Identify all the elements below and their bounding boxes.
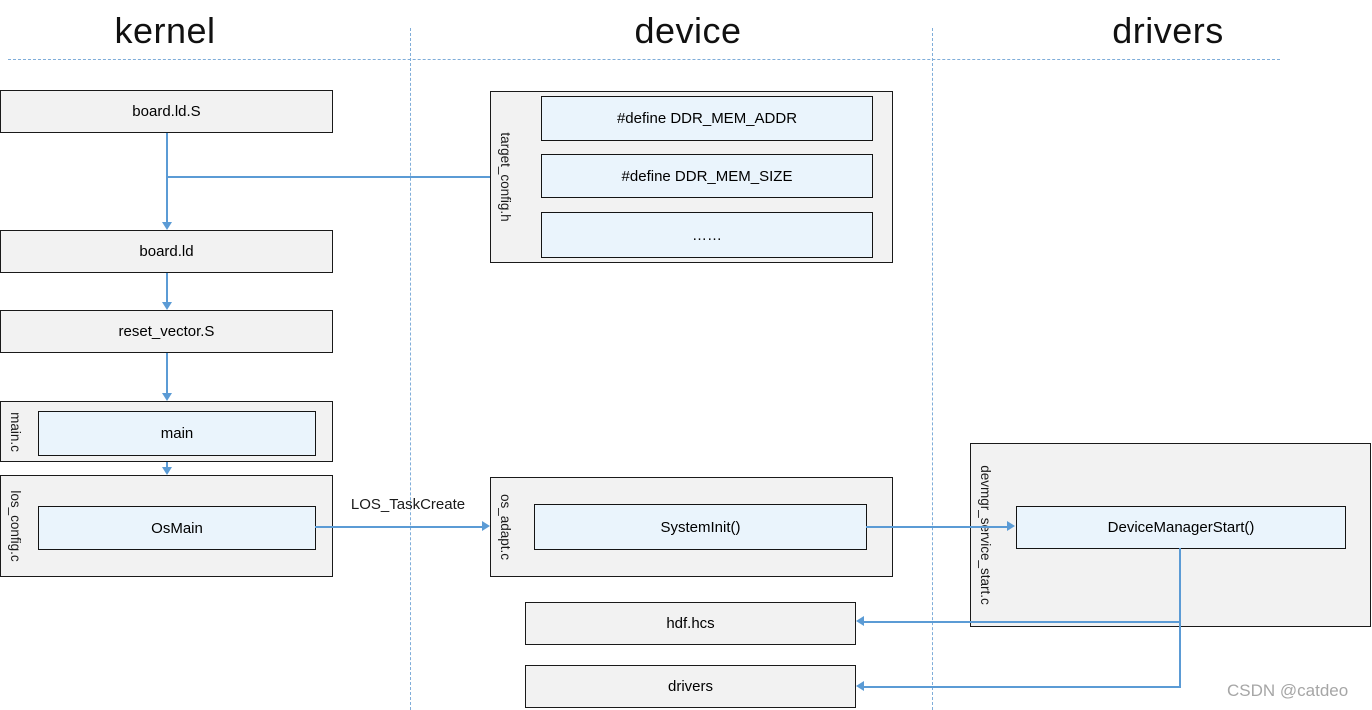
connector-resetvector-main bbox=[166, 353, 168, 394]
container-devmgr-service-start-c-label: devmgr_service_start.c bbox=[978, 465, 993, 605]
func-ddr-mem-addr-label: #define DDR_MEM_ADDR bbox=[616, 110, 798, 127]
lane-divider-kernel-device bbox=[410, 28, 411, 710]
container-devmgr-service-start-c: devmgr_service_start.c DeviceManagerStar… bbox=[970, 443, 1371, 627]
connector-boardld-resetvector bbox=[166, 273, 168, 303]
func-osmain-label: OsMain bbox=[151, 519, 203, 537]
func-devicemanagerstart: DeviceManagerStart() bbox=[1016, 506, 1346, 549]
node-drivers-label: drivers bbox=[667, 678, 713, 695]
connector-boardlds-boardld bbox=[166, 133, 168, 223]
connector-osmain-osadapt bbox=[315, 526, 483, 528]
arrowhead-drivers bbox=[856, 681, 864, 691]
func-more-defines-label: …… bbox=[692, 226, 722, 244]
arrowhead-boardld bbox=[162, 222, 172, 230]
node-reset-vector-s: reset_vector.S bbox=[0, 310, 333, 353]
container-main-c-label: main.c bbox=[8, 411, 23, 452]
lane-title-device: device bbox=[634, 10, 742, 51]
node-board-ld-label: board.ld bbox=[139, 243, 194, 260]
node-reset-vector-s-label: reset_vector.S bbox=[118, 323, 215, 340]
arrowhead-losconfig bbox=[162, 467, 172, 475]
func-ddr-mem-size: #define DDR_MEM_SIZE bbox=[541, 154, 873, 198]
container-los-config-c: los_config.c OsMain bbox=[0, 475, 333, 577]
func-devicemanagerstart-label: DeviceManagerStart() bbox=[1107, 519, 1255, 536]
lane-title-drivers: drivers bbox=[1112, 10, 1224, 51]
node-hdf-hcs-label: hdf.hcs bbox=[666, 615, 715, 632]
func-main: main bbox=[38, 411, 316, 456]
func-main-label: main bbox=[160, 425, 194, 442]
arrowhead-devicemanagerstart bbox=[1007, 521, 1015, 531]
func-systeminit-label: SystemInit() bbox=[660, 518, 741, 536]
node-board-ld: board.ld bbox=[0, 230, 333, 273]
container-target-config-h: target_config.h #define DDR_MEM_ADDR #de… bbox=[490, 91, 893, 263]
connector-systeminit-devicemanagerstart bbox=[866, 526, 1008, 528]
container-target-config-h-label: target_config.h bbox=[498, 132, 513, 222]
node-hdf-hcs: hdf.hcs bbox=[525, 602, 856, 645]
func-more-defines: …… bbox=[541, 212, 873, 258]
connector-devicemanagerstart-drivers bbox=[864, 686, 1180, 688]
container-os-adapt-c-label: os_adapt.c bbox=[498, 493, 513, 561]
func-ddr-mem-addr: #define DDR_MEM_ADDR bbox=[541, 96, 873, 141]
node-drivers: drivers bbox=[525, 665, 856, 708]
func-ddr-mem-size-label: #define DDR_MEM_SIZE bbox=[621, 167, 793, 185]
arrowhead-resetvector bbox=[162, 302, 172, 310]
container-los-config-c-label: los_config.c bbox=[8, 490, 23, 562]
container-os-adapt-c: os_adapt.c SystemInit() bbox=[490, 477, 893, 577]
lane-title-kernel: kernel bbox=[114, 10, 216, 51]
container-main-c: main.c main bbox=[0, 401, 333, 462]
node-board-ld-s: board.ld.S bbox=[0, 90, 333, 133]
func-systeminit: SystemInit() bbox=[534, 504, 867, 550]
csdn-watermark: CSDN @catdeo bbox=[1227, 681, 1349, 700]
edge-label-los-taskcreate: LOS_TaskCreate bbox=[350, 496, 466, 513]
func-osmain: OsMain bbox=[38, 506, 316, 550]
lane-header-divider bbox=[8, 59, 1280, 60]
arrowhead-osadapt bbox=[482, 521, 490, 531]
arrowhead-main bbox=[162, 393, 172, 401]
connector-devicemanagerstart-hdfhcs bbox=[864, 621, 1180, 623]
node-board-ld-s-label: board.ld.S bbox=[132, 103, 201, 120]
connector-main-losconfig bbox=[166, 462, 168, 468]
lane-divider-device-drivers bbox=[932, 28, 933, 710]
connector-boardlds-targetconfig bbox=[166, 176, 490, 178]
arrowhead-hdfhcs bbox=[856, 616, 864, 626]
connector-devicemanagerstart-trunk bbox=[1179, 548, 1181, 688]
